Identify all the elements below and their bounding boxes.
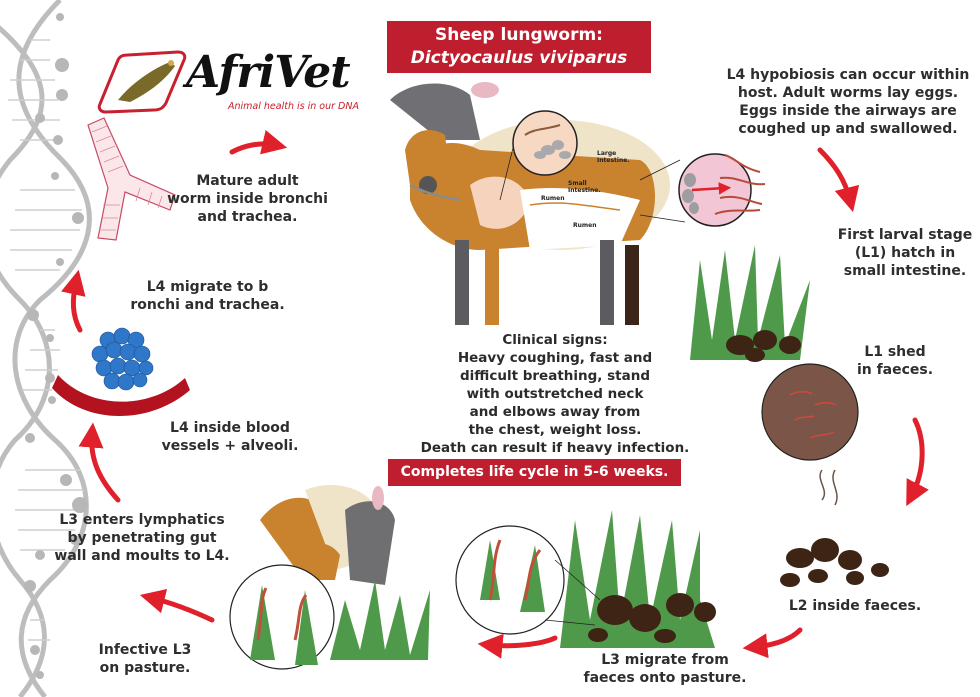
arrow-to-l4-blood (78, 422, 121, 503)
step-l4-migrate: L4 migrate to b ronchi and trachea. (130, 279, 285, 313)
faeces-grass-l3-illustration (455, 510, 716, 648)
arrow-to-l3-lymph (139, 588, 215, 623)
title-line-1: Sheep lungworm: (435, 25, 603, 45)
step-l4-blood-vessels: L4 inside blood vessels + alveoli. (161, 420, 299, 454)
step-l1-hatch: First larval stage (L1) hatch in small i… (837, 227, 973, 279)
trachea-bronchi-icon (87, 117, 176, 241)
step-l3-migrate: L3 migrate from faeces onto pasture. (583, 652, 747, 686)
step-l1-shed: L1 shed in faeces. (856, 344, 934, 378)
clinical-signs-text: Clinical signs: Heavy coughing, fast and… (420, 332, 690, 456)
label-large-intestine: Large Intestine. (597, 150, 630, 164)
step-l3-infective: Infective L3 on pasture. (98, 642, 192, 676)
logo-brand: AfriVet (186, 47, 351, 98)
afrivet-logo-bird-icon (97, 50, 187, 114)
arrow-adult-to-host (229, 130, 288, 155)
step-l4-hypobiosis: L4 hypobiosis can occur within host. Adu… (726, 67, 970, 137)
label-rumen: Rumen (541, 195, 565, 202)
logo-tagline: Animal health is in our DNA (228, 101, 359, 112)
label-rumen-lower: Rumen (573, 222, 597, 229)
life-cycle-duration-banner: Completes life cycle in 5-6 weeks. (388, 459, 681, 486)
arrow-to-l3-migrate (742, 627, 803, 659)
arrow-to-l3-infective (477, 633, 558, 659)
grazing-sheep-goat-illustration (229, 485, 430, 670)
arrow-to-l2 (906, 417, 929, 507)
title-line-2-species: Dictyocaulus viviparus (410, 48, 628, 68)
life-cycle-arrows (61, 130, 929, 659)
step-l3-lymphatics: L3 enters lymphatics by penetrating gut … (54, 512, 230, 564)
arrow-to-l1-hatch (817, 147, 860, 213)
sheep-goat-anatomy-illustration (390, 82, 766, 325)
step-l2-faeces: L2 inside faeces. (788, 598, 922, 614)
page-title: Sheep lungworm: Dictyocaulus viviparus (387, 21, 651, 73)
faeces-l2-illustration (780, 469, 889, 587)
arrow-to-l4-migrate (61, 269, 86, 333)
label-small-intestine: Small Intestine. (568, 180, 601, 194)
step-adult-worm: Mature adult worm inside bronchi and tra… (167, 173, 328, 225)
alveoli-blood-vessel-icon (52, 327, 190, 417)
faeces-grass-l1-illustration (690, 245, 859, 461)
dna-helix-icon (0, 0, 92, 697)
